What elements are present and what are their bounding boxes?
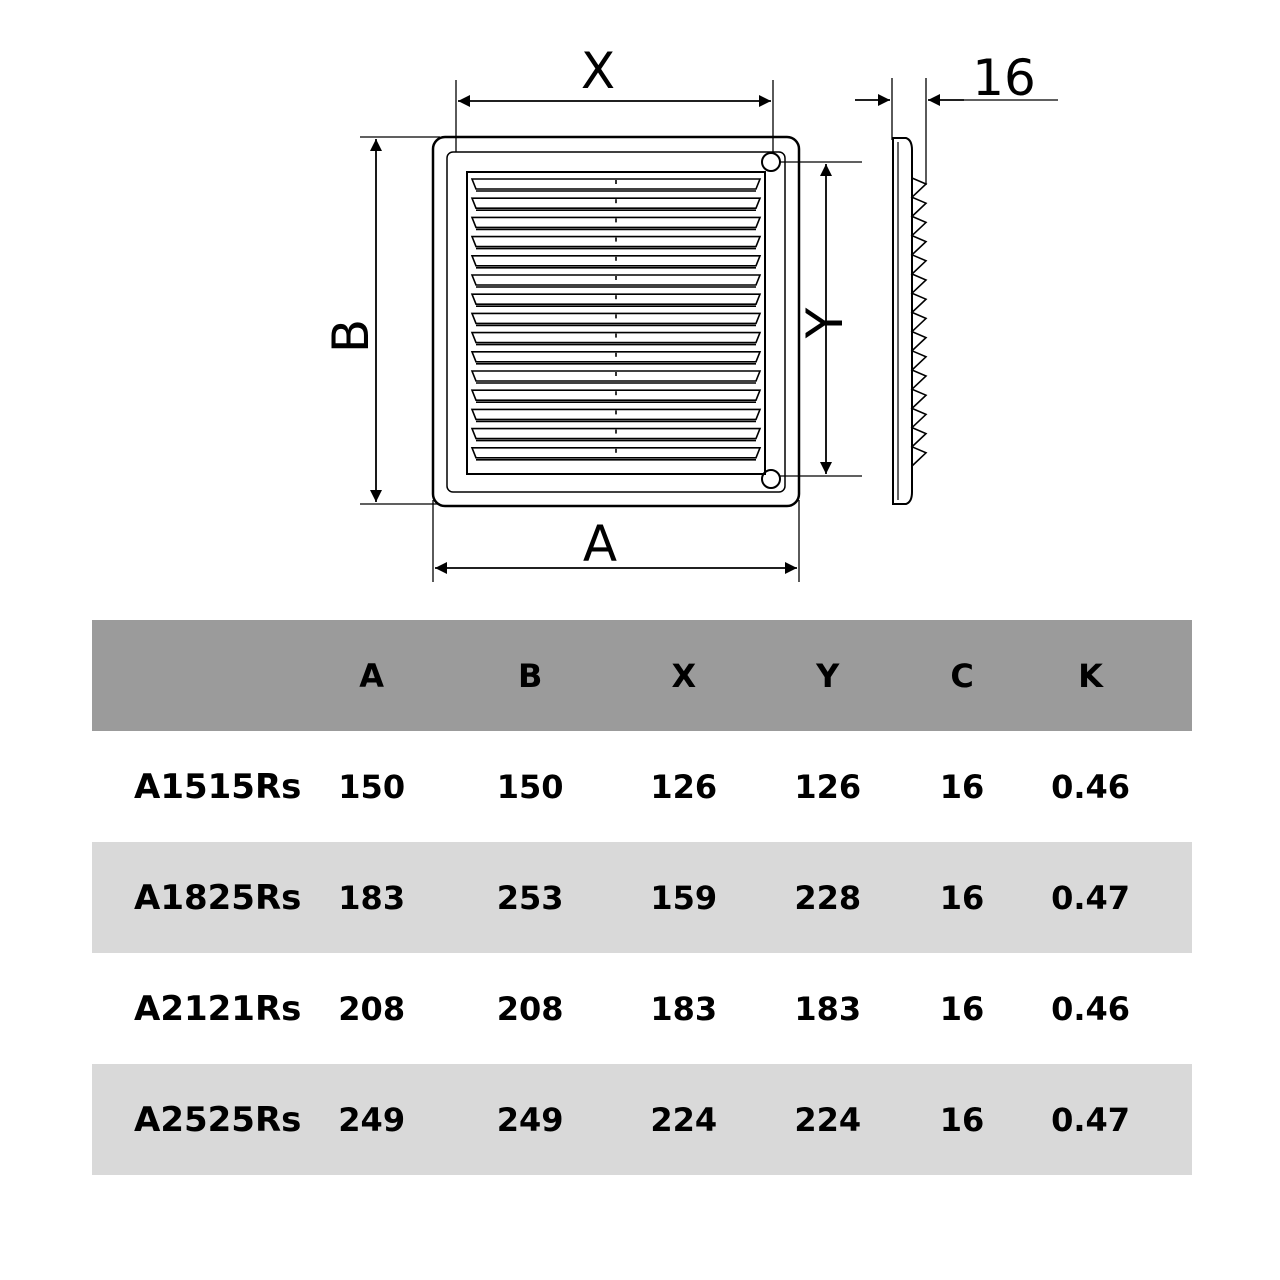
header-cell-y: Y — [816, 656, 840, 695]
value-cell-b: 249 — [496, 1100, 564, 1139]
model-cell: A1515Rs — [134, 766, 302, 807]
value-cell-b: 150 — [496, 767, 564, 806]
louver-slat — [470, 255, 762, 269]
dimension-y — [780, 161, 862, 477]
dim-label-y: Y — [796, 307, 854, 339]
louver-slat — [470, 389, 762, 403]
louver-slat — [470, 312, 762, 327]
value-cell-b: 208 — [496, 989, 564, 1028]
table-row: A2525Rs 249 249 224 224 16 0.47 — [92, 1064, 1192, 1175]
louver-slat — [470, 331, 762, 346]
louver-slat — [470, 427, 762, 442]
value-cell-x: 224 — [650, 1100, 718, 1139]
table-row: A1515Rs 150 150 126 126 16 0.46 — [92, 731, 1192, 842]
value-cell-c: 16 — [939, 767, 985, 806]
value-cell-a: 150 — [338, 767, 406, 806]
louver-slat — [470, 293, 762, 307]
value-cell-k: 0.46 — [1051, 989, 1131, 1028]
header-cell-c: C — [950, 656, 974, 695]
model-cell: A2525Rs — [134, 1099, 302, 1140]
header-cell-b: B — [517, 656, 543, 695]
louver-slat — [470, 351, 762, 365]
model-cell: A1825Rs — [134, 877, 302, 918]
value-cell-x: 159 — [650, 878, 718, 917]
louver-slat — [470, 235, 762, 250]
louver-slat — [470, 370, 762, 384]
value-cell-c: 16 — [939, 989, 985, 1028]
louver-slat — [470, 178, 762, 192]
value-cell-x: 126 — [650, 767, 718, 806]
louvers — [470, 178, 762, 461]
model-cell: A2121Rs — [134, 988, 302, 1029]
value-cell-k: 0.46 — [1051, 767, 1131, 806]
value-cell-c: 16 — [939, 1100, 985, 1139]
value-cell-y: 126 — [794, 767, 862, 806]
dim-label-x: X — [581, 42, 615, 100]
spec-table: A B X Y C K A1515Rs 150 150 126 126 16 0… — [92, 620, 1192, 1175]
value-cell-a: 208 — [338, 989, 406, 1028]
dim-label-depth: 16 — [972, 49, 1036, 107]
header-cell-a: A — [359, 656, 385, 695]
screw-hole-bottom — [761, 469, 781, 489]
dimension-depth — [855, 78, 1058, 185]
dim-label-b: B — [322, 319, 380, 353]
value-cell-c: 16 — [939, 878, 985, 917]
header-cell-x: X — [671, 656, 697, 695]
table-header-row: A B X Y C K — [92, 620, 1192, 731]
grille-technical-drawing: X B Y A 16 — [322, 42, 1058, 582]
louver-slat — [470, 216, 762, 231]
value-cell-y: 228 — [794, 878, 862, 917]
side-fins — [910, 177, 928, 467]
louver-slat — [470, 447, 762, 461]
value-cell-x: 183 — [650, 989, 718, 1028]
dim-label-a: A — [583, 515, 617, 573]
value-cell-b: 253 — [496, 878, 564, 917]
table-row: A2121Rs 208 208 183 183 16 0.46 — [92, 953, 1192, 1064]
screw-hole-top — [761, 152, 781, 172]
louver-slat — [470, 274, 762, 288]
dimension-x — [455, 80, 774, 152]
value-cell-y: 183 — [794, 989, 862, 1028]
header-cell-k: K — [1078, 656, 1103, 695]
grille-front-view — [431, 135, 801, 508]
value-cell-k: 0.47 — [1051, 1100, 1131, 1139]
grille-side-view — [892, 137, 928, 505]
value-cell-k: 0.47 — [1051, 878, 1131, 917]
table-row: A1825Rs 183 253 159 228 16 0.47 — [92, 842, 1192, 953]
value-cell-y: 224 — [794, 1100, 862, 1139]
value-cell-a: 183 — [338, 878, 406, 917]
louver-slat — [470, 197, 762, 211]
dimension-a — [432, 500, 800, 582]
dimension-b — [360, 136, 440, 505]
louver-slat — [470, 408, 762, 423]
value-cell-a: 249 — [338, 1100, 406, 1139]
